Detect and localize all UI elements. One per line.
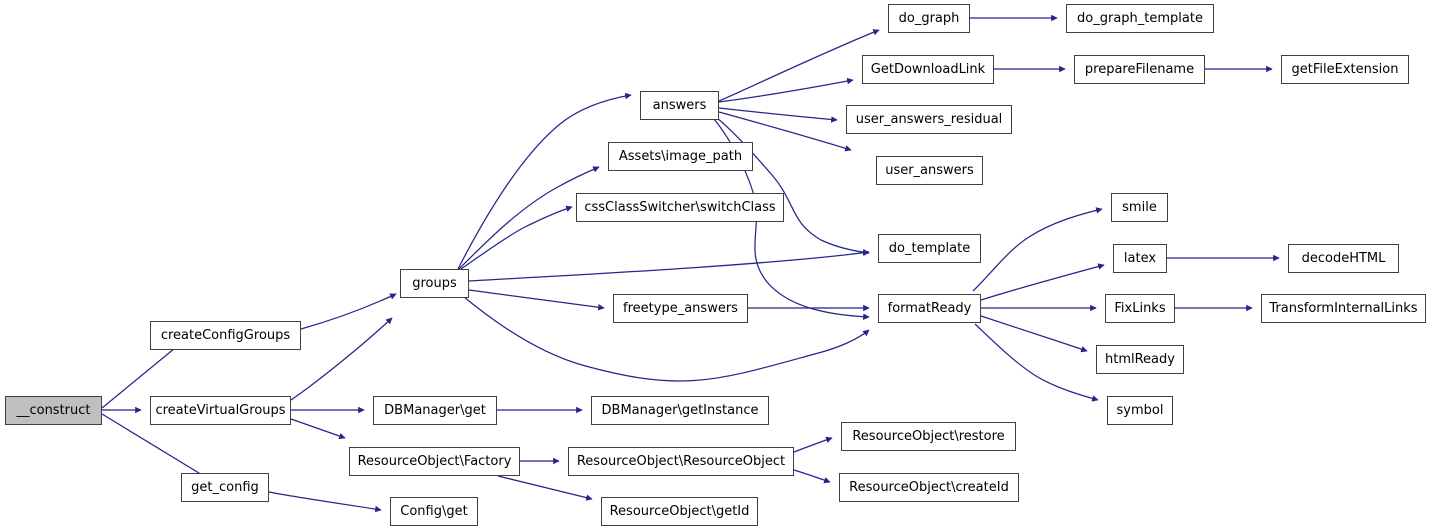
edge-createVirtualGroups-to-ro_factory <box>290 418 346 440</box>
edge-groups-to-assets_image_path <box>458 166 600 270</box>
edge-ro_resourceobject-to-ro_restore <box>793 436 833 453</box>
edge-answers-to-user_answers_residual <box>718 107 838 123</box>
graph-node-label: DBManager\get <box>384 403 486 418</box>
graph-node-prepareFilename[interactable]: prepareFilename <box>1074 55 1205 84</box>
graph-node-label: DBManager\getInstance <box>601 403 759 418</box>
graph-node-FixLinks[interactable]: FixLinks <box>1105 294 1175 323</box>
graph-node-GetDownloadLink[interactable]: GetDownloadLink <box>862 55 994 84</box>
graph-node-label: ResourceObject\Factory <box>357 454 512 469</box>
edge-groups-to-do_template <box>468 249 870 282</box>
edge-paths <box>101 14 1280 513</box>
edge-groups-to-switchClass <box>460 205 573 270</box>
graph-node-freetype_answers[interactable]: freetype_answers <box>613 294 748 323</box>
edge-createVirtualGroups-to-groups <box>290 317 393 401</box>
graph-node-label: groups <box>412 276 457 291</box>
graph-node-ro_restore[interactable]: ResourceObject\restore <box>841 422 1016 451</box>
edge-answers-to-user_answers <box>718 111 852 152</box>
graph-node-label: user_answers <box>885 163 974 178</box>
graph-node-dbmanager_getInstance[interactable]: DBManager\getInstance <box>591 396 769 425</box>
graph-node-construct[interactable]: __construct <box>5 396 102 425</box>
graph-node-htmlReady[interactable]: htmlReady <box>1096 345 1184 374</box>
graph-node-formatReady[interactable]: formatReady <box>878 294 981 323</box>
graph-node-label: FixLinks <box>1114 301 1166 316</box>
graph-node-switchClass[interactable]: cssClassSwitcher\switchClass <box>576 193 784 222</box>
graph-node-label: smile <box>1122 200 1157 215</box>
graph-node-do_template[interactable]: do_template <box>878 234 981 263</box>
graph-node-symbol[interactable]: symbol <box>1107 396 1173 425</box>
edge-construct-to-get_config <box>101 413 218 485</box>
graph-node-user_answers[interactable]: user_answers <box>876 156 983 185</box>
graph-node-decodeHTML[interactable]: decodeHTML <box>1288 244 1399 273</box>
graph-node-label: Assets\image_path <box>618 149 743 164</box>
graph-node-label: formatReady <box>887 301 972 316</box>
graph-node-label: answers <box>652 98 707 113</box>
edge-groups-to-answers <box>457 92 632 270</box>
edge-ro_resourceobject-to-ro_createId <box>793 469 831 484</box>
graph-node-label: ResourceObject\createId <box>849 480 1009 495</box>
graph-node-label: GetDownloadLink <box>870 62 986 77</box>
graph-node-TransformInternalLinks[interactable]: TransformInternalLinks <box>1261 294 1426 323</box>
graph-node-label: prepareFilename <box>1084 62 1195 77</box>
graph-node-createVirtualGroups[interactable]: createVirtualGroups <box>150 396 291 425</box>
graph-node-ro_createId[interactable]: ResourceObject\createId <box>839 473 1019 502</box>
graph-node-groups[interactable]: groups <box>400 269 469 298</box>
graph-node-createConfigGroups[interactable]: createConfigGroups <box>150 321 301 350</box>
edge-ro_factory-to-ro_getId <box>497 475 593 501</box>
graph-node-user_answers_residual[interactable]: user_answers_residual <box>846 105 1012 134</box>
graph-node-label: ResourceObject\ResourceObject <box>576 454 786 469</box>
graph-node-ro_resourceobject[interactable]: ResourceObject\ResourceObject <box>568 447 794 476</box>
edge-get_config-to-config_get <box>268 491 382 513</box>
graph-node-label: freetype_answers <box>623 301 738 316</box>
graph-node-label: __construct <box>16 403 91 418</box>
graph-node-label: ResourceObject\restore <box>852 429 1005 444</box>
graph-node-label: latex <box>1123 251 1157 266</box>
graph-node-label: ResourceObject\getId <box>609 504 750 519</box>
graph-node-label: createVirtualGroups <box>155 403 286 418</box>
graph-node-answers[interactable]: answers <box>640 91 719 120</box>
graph-node-label: do_graph_template <box>1077 11 1203 26</box>
graph-node-label: TransformInternalLinks <box>1269 301 1418 316</box>
graph-node-label: cssClassSwitcher\switchClass <box>584 200 776 215</box>
graph-node-label: get_config <box>191 480 259 495</box>
edge-formatReady-to-latex <box>980 263 1105 301</box>
graph-node-label: createConfigGroups <box>160 328 291 343</box>
graph-node-assets_image_path[interactable]: Assets\image_path <box>608 142 753 171</box>
graph-node-label: symbol <box>1116 403 1164 418</box>
graph-node-do_graph[interactable]: do_graph <box>888 4 970 33</box>
edge-formatReady-to-htmlReady <box>980 315 1088 353</box>
edge-answers-to-GetDownloadLink <box>718 77 854 103</box>
edge-answers-to-do_graph <box>718 29 880 102</box>
graph-node-config_get[interactable]: Config\get <box>390 497 478 526</box>
edge-groups-to-formatReady <box>463 296 870 382</box>
graph-node-get_config[interactable]: get_config <box>181 473 269 502</box>
graph-node-label: htmlReady <box>1105 352 1175 367</box>
edge-answers-to-do_template <box>716 117 870 256</box>
edge-formatReady-to-smile <box>972 207 1103 292</box>
graph-node-label: user_answers_residual <box>855 112 1003 127</box>
graph-node-ro_factory[interactable]: ResourceObject\Factory <box>349 447 520 476</box>
graph-node-label: do_graph <box>898 11 960 26</box>
edge-groups-to-freetype_answers <box>468 289 605 311</box>
graph-node-smile[interactable]: smile <box>1111 193 1168 222</box>
graph-node-ro_getId[interactable]: ResourceObject\getId <box>601 497 758 526</box>
graph-node-latex[interactable]: latex <box>1113 244 1167 273</box>
graph-node-do_graph_template[interactable]: do_graph_template <box>1066 4 1214 33</box>
graph-node-label: decodeHTML <box>1301 251 1386 266</box>
graph-node-getFileExtension[interactable]: getFileExtension <box>1281 55 1409 84</box>
graph-node-dbmanager_get[interactable]: DBManager\get <box>373 396 497 425</box>
graph-node-label: do_template <box>888 241 971 256</box>
edge-formatReady-to-symbol <box>974 323 1099 402</box>
edge-construct-to-createConfigGroups <box>101 338 187 409</box>
graph-node-label: getFileExtension <box>1291 62 1399 77</box>
graph-node-label: Config\get <box>400 504 468 519</box>
edge-createConfigGroups-to-groups <box>300 293 397 330</box>
